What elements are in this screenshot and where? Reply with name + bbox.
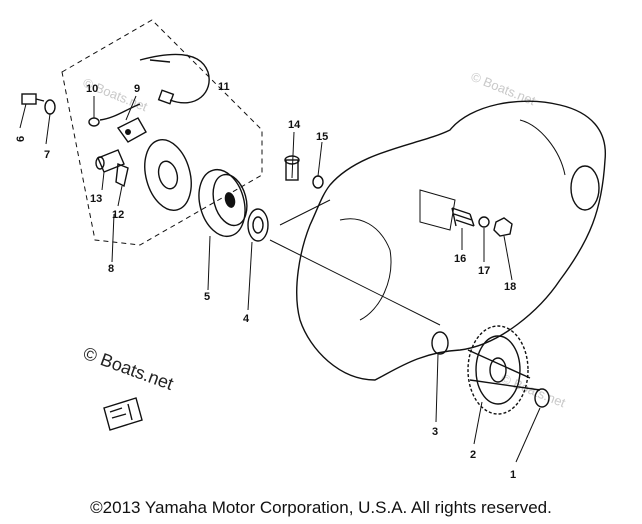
copyright-notice: ©2013 Yamaha Motor Corporation, U.S.A. A… [90, 498, 552, 517]
callout-13: 13 [90, 193, 102, 205]
callout-10: 10 [86, 83, 98, 95]
washer-1 [534, 388, 550, 408]
nut-18 [493, 217, 513, 237]
crankcase-bore [419, 189, 456, 231]
watermark-bottom-right: © Boats.net [499, 371, 568, 411]
screw-10 [88, 117, 100, 127]
callout-14: 14 [288, 119, 301, 131]
crankcase-rib [339, 218, 392, 321]
callout-4: 4 [243, 313, 250, 325]
callout-16: 16 [454, 253, 466, 265]
callout-9: 9 [134, 83, 140, 95]
callout-7: 7 [44, 149, 50, 161]
connector-11 [157, 89, 175, 105]
callout-18: 18 [504, 281, 516, 293]
washer-15 [312, 175, 324, 189]
direction-tag-icon [103, 397, 143, 431]
callout-1: 1 [510, 469, 516, 481]
pickup-coil-9 [116, 117, 147, 143]
callout-3: 3 [432, 426, 438, 438]
spring-16 [451, 207, 475, 227]
crankcase [296, 100, 606, 381]
crankcase-rib-2 [519, 119, 566, 176]
callout-2: 2 [470, 449, 476, 461]
callout-17: 17 [478, 265, 490, 277]
screw-6 [21, 93, 45, 105]
callout-15: 15 [316, 131, 328, 143]
bracket-12 [115, 163, 129, 188]
ball-17 [478, 216, 490, 228]
base-plate [144, 139, 192, 211]
centerline-b [269, 239, 441, 326]
shaft-13 [95, 149, 125, 173]
crankcase-boss [570, 165, 600, 211]
gear-2 [467, 325, 541, 415]
rotor-5 [198, 168, 248, 238]
washer-7 [44, 99, 56, 115]
washer-3 [431, 331, 449, 355]
callout-11: 11 [218, 81, 230, 93]
centerline-a [279, 199, 331, 226]
watermark-large: © Boats.net [81, 343, 176, 394]
assembly-dashed-frame [61, 19, 263, 246]
wire-lead [99, 53, 210, 121]
bolt-14 [284, 155, 300, 181]
callout-8: 8 [108, 263, 114, 275]
callout-6: 6 [15, 136, 27, 142]
oil-seal-4 [247, 208, 269, 242]
callout-12: 12 [112, 209, 124, 221]
callout-5: 5 [204, 291, 210, 303]
